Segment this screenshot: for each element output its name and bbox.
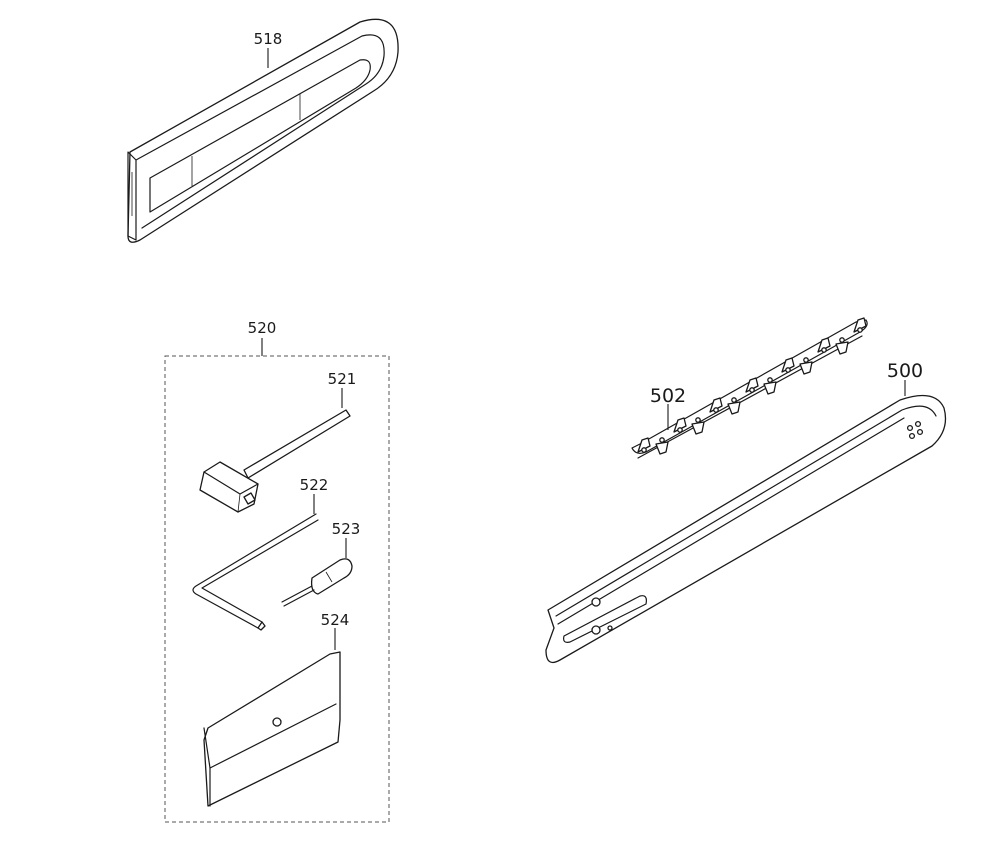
chain-rivet — [785, 367, 791, 373]
chain-tooth — [691, 421, 705, 435]
chain-rivet — [803, 357, 809, 363]
guide-bar — [545, 394, 947, 664]
saw-chain — [631, 317, 868, 459]
chain-rivet — [677, 427, 683, 433]
chain-rivet — [659, 437, 665, 443]
label-520: 520 — [248, 319, 277, 337]
chain-rivet — [713, 407, 719, 413]
chain-rivet — [641, 447, 647, 453]
chain-rivet — [839, 337, 845, 343]
label-502: 502 — [650, 385, 686, 407]
chain-tooth — [655, 441, 669, 455]
chain-rivet — [857, 327, 863, 333]
chain-tooth — [727, 401, 741, 415]
hex-key — [192, 513, 319, 631]
chain-rivet — [821, 347, 827, 353]
socket-wrench — [199, 409, 351, 513]
chain-rivet — [695, 417, 701, 423]
chain-tooth — [799, 361, 813, 375]
label-500: 500 — [887, 360, 923, 382]
chain-rivet — [749, 387, 755, 393]
label-521: 521 — [328, 370, 357, 388]
chain-rivet — [767, 377, 773, 383]
tool-kit-group-box — [164, 355, 390, 823]
label-524: 524 — [321, 611, 350, 629]
bar-cover-scabbard — [127, 18, 399, 243]
chain-rivet — [731, 397, 737, 403]
label-523: 523 — [332, 520, 361, 538]
instruction-pouch — [203, 651, 341, 807]
chain-tooth — [835, 341, 849, 355]
label-518: 518 — [254, 30, 283, 48]
label-522: 522 — [300, 476, 329, 494]
screwdriver — [281, 558, 353, 607]
chain-tooth — [763, 381, 777, 395]
